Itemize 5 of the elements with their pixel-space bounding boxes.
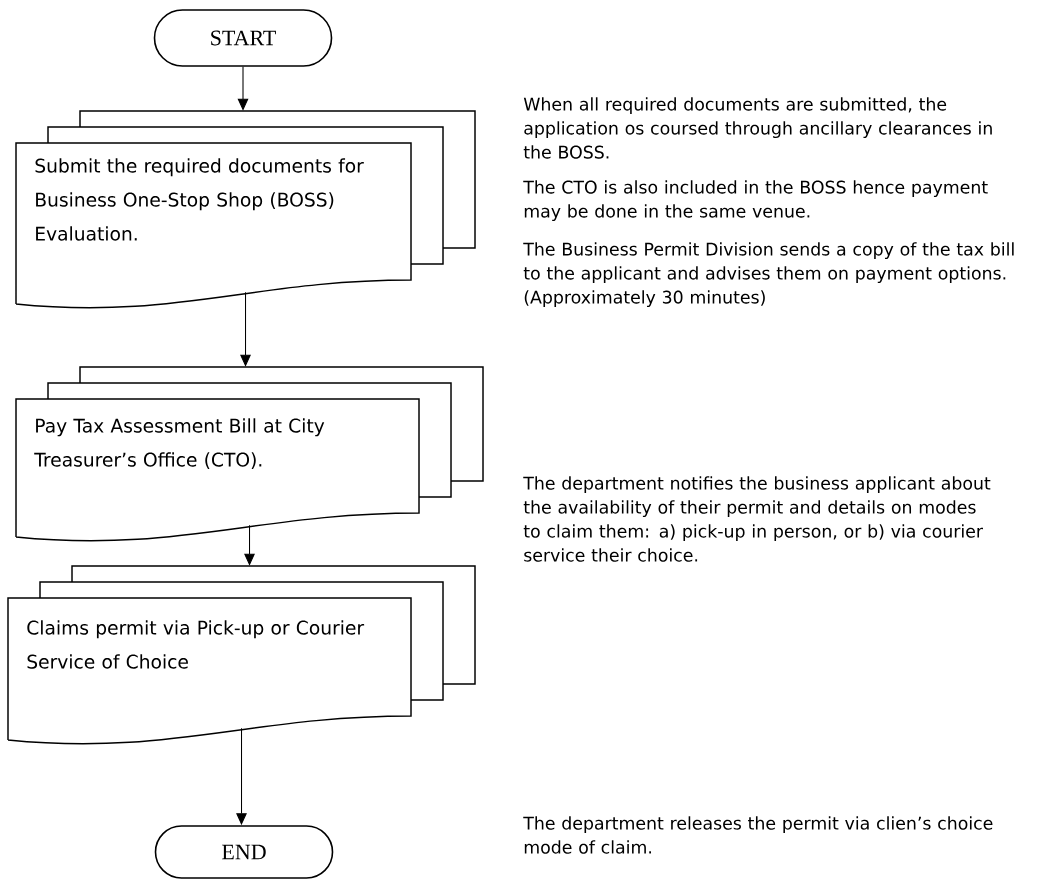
note-text: The department notifies the business applicant about the availability of their permit and details on modes to claim them: a) pick-up in person, or b) via courier service their choice.	[523, 476, 991, 562]
note-text: The Business Permit Division sends a copy of the tax bill to the applicant and advises them on payment options. (Approximately 30 minutes)	[523, 242, 1014, 308]
note-text: The CTO is also included in the BOSS hence payment may be done in the same venue.	[523, 180, 988, 222]
note-text: The department releases the permit via clien’s choice mode of claim.	[523, 816, 993, 854]
note-text: When all required documents are submitted, the application os coursed through ancillary clearances in the BOSS.	[523, 97, 992, 159]
